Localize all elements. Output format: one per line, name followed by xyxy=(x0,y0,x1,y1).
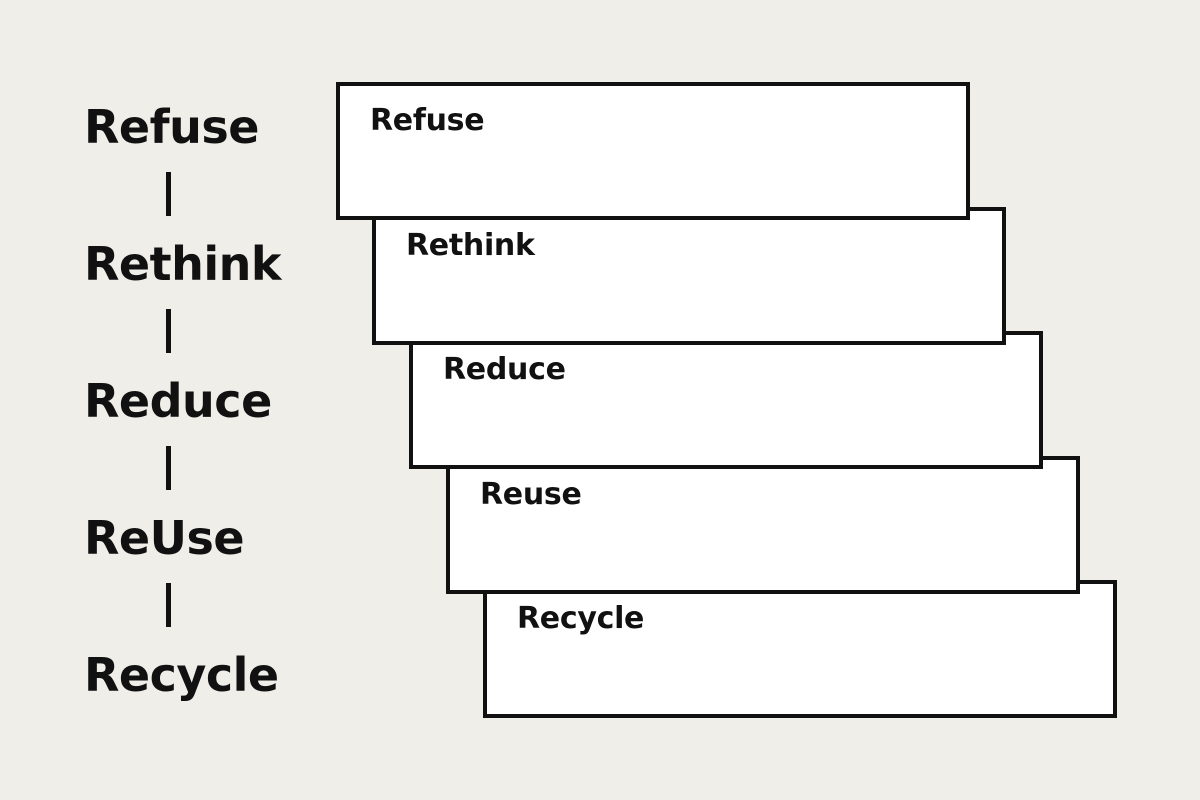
step-box-reduce: Reduce xyxy=(409,331,1043,469)
list-item-reduce: Reduce xyxy=(84,374,272,428)
step-label-recycle: Recycle xyxy=(517,601,645,636)
step-label-rethink: Rethink xyxy=(406,228,535,263)
connector-line xyxy=(166,583,171,627)
step-box-reuse: Reuse xyxy=(446,456,1080,594)
step-box-recycle: Recycle xyxy=(483,580,1117,718)
connector-line xyxy=(166,309,171,353)
list-item-rethink: Rethink xyxy=(84,237,281,291)
list-item-refuse: Refuse xyxy=(84,100,259,154)
step-box-rethink: Rethink xyxy=(372,207,1006,345)
step-label-reduce: Reduce xyxy=(443,352,566,387)
step-label-refuse: Refuse xyxy=(370,103,485,138)
list-item-recycle: Recycle xyxy=(84,648,279,702)
connector-line xyxy=(166,446,171,490)
step-label-reuse: Reuse xyxy=(480,477,582,512)
connector-line xyxy=(166,172,171,216)
step-box-refuse: Refuse xyxy=(336,82,970,220)
list-item-reuse: ReUse xyxy=(84,511,245,565)
